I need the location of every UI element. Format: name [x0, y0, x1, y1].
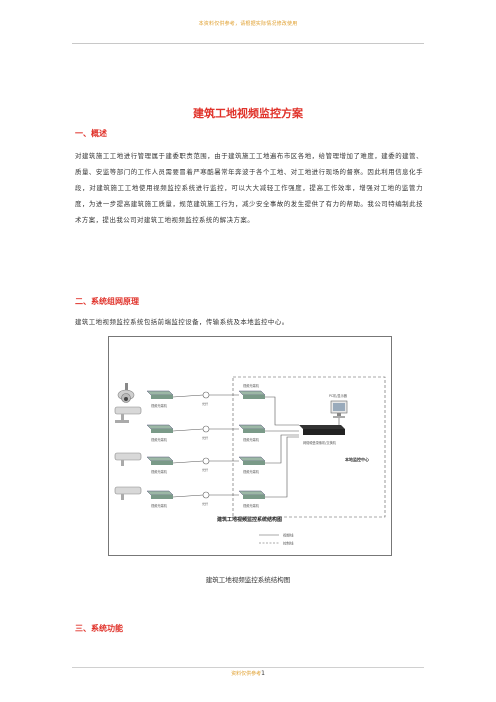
dome-camera-icon	[117, 383, 135, 403]
header-divider	[72, 43, 424, 44]
monitoring-center-label: 本地监控中心	[344, 456, 369, 462]
svg-text:视频光端机: 视频光端机	[243, 383, 260, 388]
svg-text:视频线: 视频线	[283, 533, 294, 538]
svg-text:PC机/显示器: PC机/显示器	[329, 393, 348, 398]
encoder-1: 视频光端机	[146, 390, 174, 408]
system-diagram-svg: 视频光端机 视频光端机 视频光端机 视频光端机 光纤 光纤 光纤 光纤	[114, 376, 386, 546]
svg-text:网络硬盘录像机/交换机: 网络硬盘录像机/交换机	[303, 440, 337, 445]
svg-text:光纤: 光纤	[202, 435, 208, 440]
fiber-node-1: 光纤	[202, 391, 210, 406]
video-lines	[172, 394, 239, 498]
svg-text:视频光端机: 视频光端机	[151, 437, 168, 442]
document-title: 建筑工地视频监控方案	[193, 107, 303, 120]
bullet-camera-icon-2	[114, 452, 142, 466]
svg-text:视频光端机: 视频光端机	[243, 469, 260, 474]
network-paragraph: 建筑工地视频监控系统包括前端监控设备，传输系统及本地监控中心。	[75, 318, 289, 326]
uplink-lines	[265, 396, 299, 498]
svg-text:视频光端机: 视频光端机	[151, 403, 168, 408]
bullet-camera-icon-3	[114, 486, 142, 500]
page-number: 1	[261, 670, 265, 677]
diagram-legend: 视频线 控制线	[259, 533, 294, 546]
receiver-2: 视频光端机	[238, 424, 266, 442]
page-header: 本资料仅供参考，请根据实际情况修改使用	[198, 21, 298, 27]
svg-text:视频光端机: 视频光端机	[151, 503, 168, 508]
fiber-node-3: 光纤	[202, 457, 210, 472]
fiber-node-4: 光纤	[202, 491, 210, 506]
encoder-4: 视频光端机	[146, 490, 174, 508]
receiver-1: 视频光端机	[238, 383, 266, 399]
figure-caption: 建筑工地视频监控系统结构图	[205, 576, 291, 584]
svg-text:视频光端机: 视频光端机	[151, 469, 168, 474]
footer-text: 资料仅供参考	[231, 671, 262, 677]
overview-paragraph: 对建筑施工工地进行管理属于建委职责范围，由于建筑施工工地遍布市区各地，给管理增加…	[75, 152, 423, 224]
fiber-node-2: 光纤	[202, 425, 210, 440]
svg-text:光纤: 光纤	[202, 401, 208, 406]
encoder-3: 视频光端机	[146, 456, 174, 474]
section-heading-functions: 三、系统功能	[75, 624, 123, 633]
receiver-3: 视频光端机	[238, 456, 266, 474]
diagram-title: 建筑工地视频监控系统结构图	[216, 516, 282, 523]
bullet-camera-icon-1	[114, 406, 142, 423]
pc-monitor-icon: PC机/显示器	[329, 393, 348, 425]
svg-text:光纤: 光纤	[202, 467, 208, 472]
svg-text:控制线: 控制线	[283, 541, 294, 546]
svg-text:视频光端机: 视频光端机	[243, 437, 260, 442]
page-footer: 资料仅供参考1	[0, 670, 496, 677]
footer-divider	[72, 667, 424, 668]
svg-text:视频光端机: 视频光端机	[243, 503, 260, 508]
section-heading-overview: 一、概述	[75, 129, 107, 138]
receiver-4: 视频光端机	[238, 490, 266, 508]
system-diagram: 视频光端机 视频光端机 视频光端机 视频光端机 光纤 光纤 光纤 光纤	[108, 336, 392, 556]
svg-text:光纤: 光纤	[202, 501, 208, 506]
section-heading-network: 二、系统组网原理	[75, 297, 139, 306]
monitoring-center-box	[232, 376, 386, 518]
encoder-2: 视频光端机	[146, 424, 174, 442]
network-switch: 网络硬盘录像机/交换机	[299, 425, 345, 445]
